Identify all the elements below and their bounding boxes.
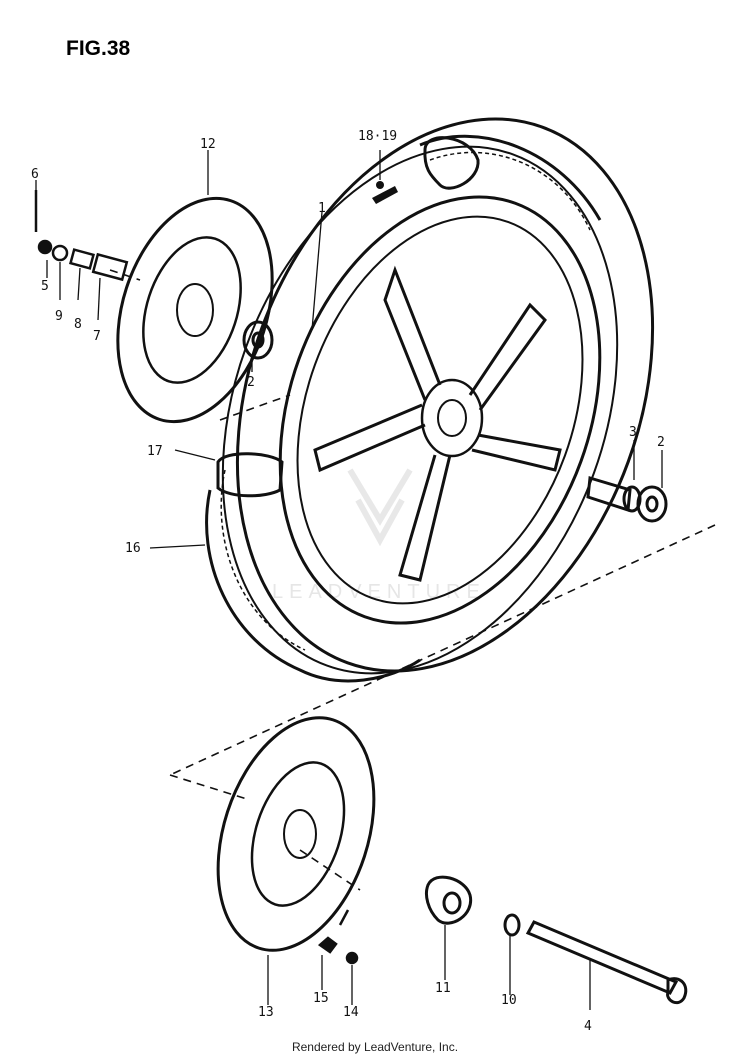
callout-7: 7 [93, 329, 101, 344]
rim-band [216, 136, 480, 498]
callout-1: 1 [318, 201, 326, 216]
callout-17: 17 [147, 444, 163, 459]
callout-12: 12 [200, 137, 216, 152]
callout-13: 13 [258, 1005, 274, 1020]
callout-3: 3 [629, 425, 637, 440]
callout-2-left: 2 [247, 375, 255, 390]
axle-assembly [503, 913, 688, 1005]
callout-15: 15 [313, 991, 329, 1006]
watermark: LEADVENTURE [272, 468, 486, 603]
brake-disc-left [116, 196, 274, 424]
callout-18-19: 18·19 [358, 129, 397, 144]
callout-14: 14 [343, 1005, 359, 1020]
brake-disc-right [216, 716, 376, 952]
callout-6: 6 [31, 167, 39, 182]
figure-title: FIG.38 [66, 37, 131, 60]
callout-9: 9 [55, 309, 63, 324]
callout-8: 8 [74, 317, 82, 332]
callout-4: 4 [584, 1019, 592, 1034]
valve-stem [372, 181, 398, 204]
footer-credit: Rendered by LeadVenture, Inc. [291, 1040, 459, 1054]
disc-bolt-assembly [34, 190, 129, 282]
disc-bolt-lower [317, 909, 359, 965]
callout-5: 5 [41, 279, 49, 294]
axle-spacer-right [586, 476, 668, 523]
wheel-bearing-left [242, 320, 274, 360]
callout-11: 11 [435, 981, 451, 996]
leader-lines [35, 150, 663, 1010]
speedometer-gearbox [424, 875, 473, 925]
tire [205, 117, 655, 683]
callout-10: 10 [501, 993, 517, 1008]
wheel-rim [278, 195, 602, 625]
callout-16: 16 [125, 541, 141, 556]
callouts: 1 2 2 3 4 5 6 7 8 9 10 11 12 13 14 15 16… [31, 129, 665, 1034]
callout-2-right: 2 [657, 435, 665, 450]
watermark-text: LEADVENTURE [272, 581, 486, 603]
axle-alignment-lines [109, 269, 716, 891]
